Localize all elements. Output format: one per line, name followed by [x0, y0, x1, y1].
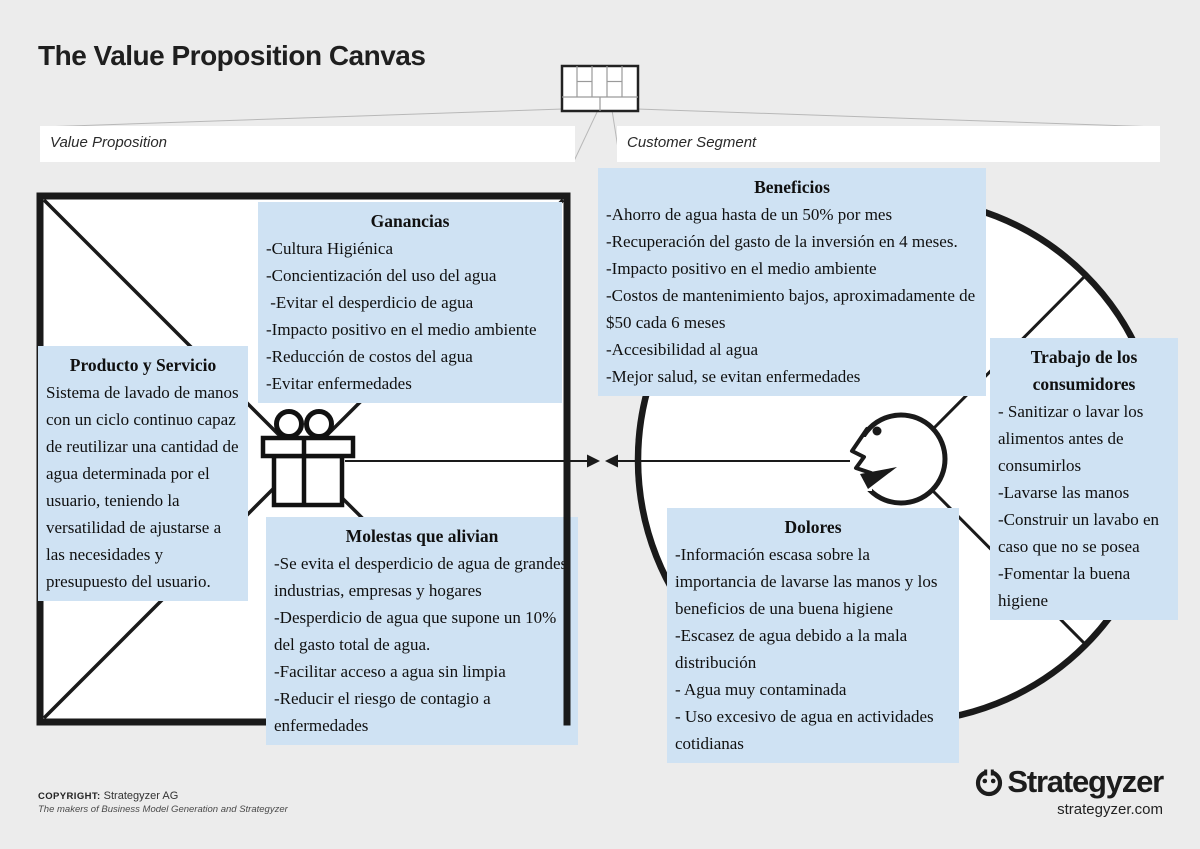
value-proposition-strip: Value Proposition [40, 126, 575, 162]
pain-relievers-box: Molestas que alivian -Se evita el desper… [266, 517, 578, 745]
gift-icon [260, 409, 356, 508]
projection-lines [40, 108, 1160, 162]
gains-box-lines: -Cultura Higiénica -Concientización del … [266, 239, 537, 393]
product-service-box-body: Sistema de lavado de manos con un ciclo … [46, 383, 239, 591]
copyright-block: COPYRIGHT: Strategyzer AG The makers of … [38, 790, 288, 815]
customer-jobs-box-lines: - Sanitizar o lavar los alimentos antes … [998, 402, 1159, 610]
copyright-owner: Strategyzer AG [103, 790, 179, 802]
business-model-canvas-thumbnail-icon [560, 64, 640, 113]
pain-relievers-box-title: Molestas que alivian [345, 526, 499, 546]
fit-arrows [345, 454, 853, 468]
pain-relievers-box-lines: -Se evita el desperdicio de agua de gran… [274, 554, 568, 735]
copyright-tagline: The makers of Business Model Generation … [38, 804, 288, 815]
value-proposition-strip-label: Value Proposition [50, 134, 168, 151]
benefits-box: Beneficios -Ahorro de agua hasta de un 5… [598, 168, 986, 396]
page-title: The Value Proposition Canvas [38, 40, 426, 71]
gains-box: Ganancias -Cultura Higiénica -Concientiz… [258, 202, 562, 403]
customer-jobs-box-title: Trabajo de los consumidores [1030, 347, 1138, 394]
pains-box-lines: -Información escasa sobre la importancia… [675, 545, 938, 753]
gains-box-title: Ganancias [370, 211, 450, 231]
customer-segment-strip: Customer Segment [617, 126, 1160, 162]
product-service-box-title: Producto y Servicio [69, 355, 217, 375]
customer-head-icon [850, 412, 948, 506]
strategyzer-logo-text: Strategyzer [1007, 764, 1164, 799]
product-service-box: Producto y Servicio Sistema de lavado de… [38, 346, 248, 601]
benefits-box-title: Beneficios [754, 177, 830, 197]
pains-box-title: Dolores [784, 517, 842, 537]
strategyzer-logo-icon [973, 766, 1005, 798]
customer-jobs-box: Trabajo de los consumidores - Sanitizar … [990, 338, 1178, 620]
customer-segment-strip-label: Customer Segment [627, 134, 757, 151]
pains-box: Dolores -Información escasa sobre la imp… [667, 508, 959, 763]
benefits-box-lines: -Ahorro de agua hasta de un 50% por mes … [606, 205, 976, 386]
strategyzer-website: strategyzer.com [1057, 801, 1163, 818]
strategyzer-logo-block: Strategyzer strategyzer.com [973, 764, 1164, 818]
copyright-label: COPYRIGHT: [38, 791, 101, 802]
